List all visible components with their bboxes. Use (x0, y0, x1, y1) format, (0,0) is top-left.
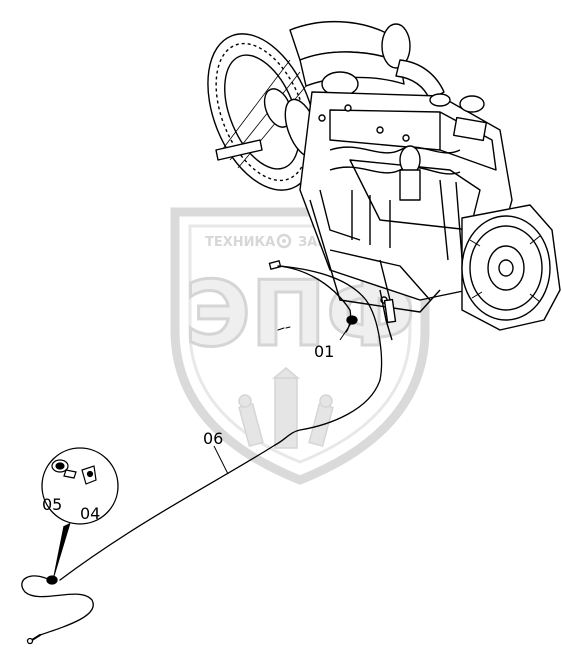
bolt-icon (51, 459, 77, 479)
detail-callout (41, 447, 119, 577)
intake-tubes (289, 20, 445, 101)
flywheel-housing (461, 204, 561, 331)
callout-06: 06 (203, 429, 223, 448)
harness-connector-top (268, 260, 282, 270)
sensor-pipe (379, 289, 393, 341)
connector-01 (346, 315, 358, 325)
callout-01: 01 (314, 342, 334, 361)
watermark-emblem-icon (238, 367, 334, 449)
harness-connector-bottom (46, 575, 58, 585)
watermark-gear-icon (276, 233, 292, 249)
engine-block (299, 91, 513, 313)
harness-cable (21, 260, 383, 645)
engine-assembly (207, 20, 561, 341)
fan-bracket (215, 139, 263, 161)
detail-leader (53, 522, 71, 577)
watermark-shield (170, 207, 430, 485)
watermark-text-left: ТЕХНИКА (205, 235, 275, 250)
callout-05: 05 (42, 495, 62, 514)
clip-icon (81, 465, 97, 485)
callout-04: 04 (80, 504, 100, 523)
leader-lines (213, 321, 353, 475)
